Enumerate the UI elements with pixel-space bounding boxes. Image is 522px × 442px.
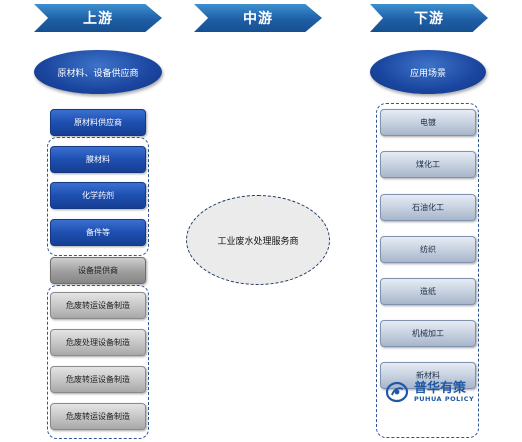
- scene-machining: 机械加工: [380, 320, 476, 347]
- scene-electroplating: 电镀: [380, 109, 476, 136]
- equipment-group: [47, 285, 149, 439]
- scene-papermaking: 造纸: [380, 278, 476, 305]
- equipment-item-3: 危废转运设备制造: [50, 366, 146, 393]
- raw-material-group: [47, 137, 149, 256]
- raw-item-chemicals: 化学药剂: [50, 182, 146, 209]
- midstream-header: 中游: [194, 4, 322, 32]
- upstream-category-ellipse: 原材料、设备供应商: [34, 50, 162, 94]
- raw-item-membrane: 膜材料: [50, 146, 146, 173]
- puhua-policy-logo: 普华有策 PUHUA POLICY: [384, 381, 474, 403]
- upstream-header: 上游: [34, 4, 162, 32]
- scene-new-materials: 新材料: [380, 362, 476, 389]
- scene-coal-chemical: 煤化工: [380, 151, 476, 178]
- puhua-logo-icon: [385, 381, 409, 403]
- downstream-header: 下游: [370, 4, 488, 32]
- equipment-item-4: 危废转运设备制造: [50, 403, 146, 430]
- downstream-group: [376, 103, 479, 438]
- midstream-service-ellipse: 工业废水处理服务商: [186, 195, 330, 285]
- scene-petrochemical: 石油化工: [380, 194, 476, 221]
- raw-material-supplier-box: 原材料供应商: [50, 109, 146, 136]
- logo-en-text: PUHUA POLICY: [414, 394, 475, 403]
- raw-item-spare-parts: 备件等: [50, 219, 146, 246]
- logo-cn-text: 普华有策: [414, 380, 467, 396]
- scene-textile: 纺织: [380, 236, 476, 263]
- equipment-supplier-box: 设备提供商: [50, 257, 146, 284]
- equipment-item-1: 危废转运设备制造: [50, 292, 146, 319]
- equipment-item-2: 危废处理设备制造: [50, 329, 146, 356]
- downstream-category-ellipse: 应用场景: [370, 50, 486, 94]
- puhua-logo-text: 普华有策 PUHUA POLICY: [414, 382, 474, 403]
